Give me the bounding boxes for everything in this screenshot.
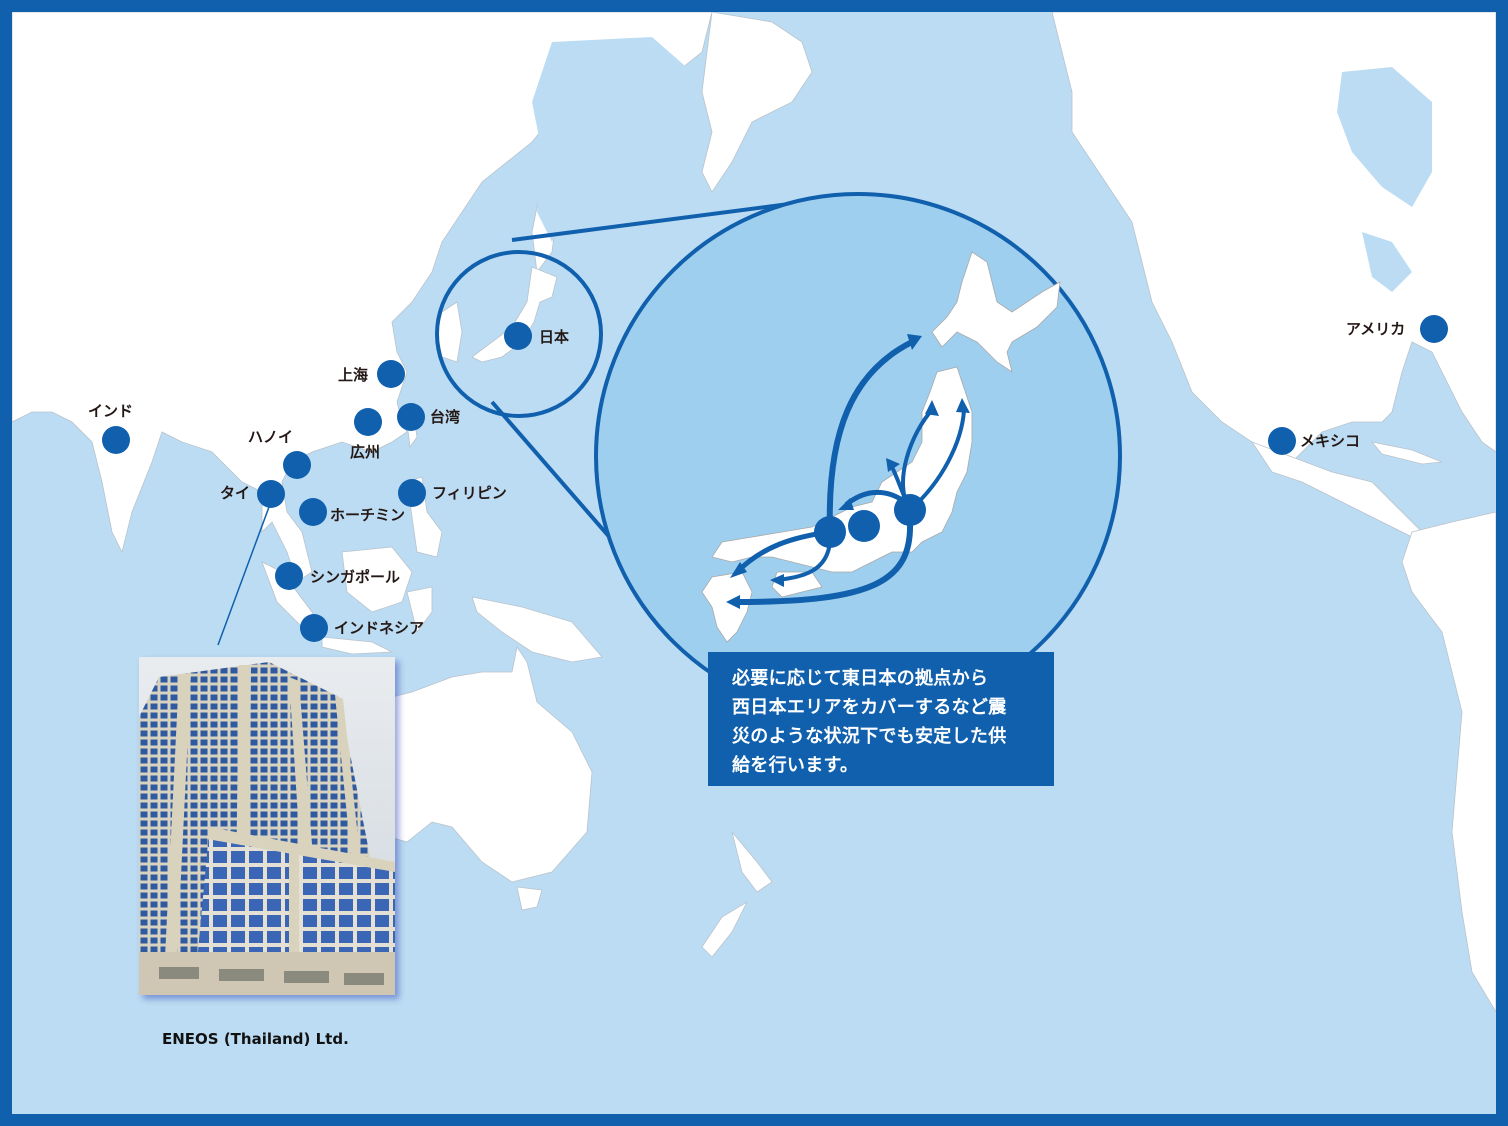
office-building-photo bbox=[139, 657, 395, 995]
label-indonesia: インドネシア bbox=[334, 619, 425, 637]
marker-singapore[interactable] bbox=[275, 562, 303, 590]
marker-philippines[interactable] bbox=[398, 479, 426, 507]
japan-locator-circle bbox=[435, 250, 603, 418]
label-usa: アメリカ bbox=[1346, 320, 1406, 338]
info-callout: 必要に応じて東日本の拠点から 西日本エリアをカバーするなど震 災のような状況下で… bbox=[708, 652, 1054, 786]
callout-line: 給を行います。 bbox=[732, 755, 859, 776]
label-taiwan: 台湾 bbox=[430, 408, 461, 426]
world-map bbox=[12, 12, 1496, 1013]
marker-ho-chi-minh[interactable] bbox=[299, 498, 327, 526]
label-thailand: タイ bbox=[220, 484, 251, 502]
label-japan: 日本 bbox=[539, 328, 570, 346]
label-philippines: フィリピン bbox=[432, 484, 507, 502]
label-india: インド bbox=[88, 402, 134, 420]
label-singapore: シンガポール bbox=[310, 568, 401, 586]
japan-inset-circle bbox=[594, 192, 1122, 720]
marker-japan[interactable] bbox=[504, 322, 532, 350]
marker-mexico[interactable] bbox=[1268, 427, 1296, 455]
marker-shanghai[interactable] bbox=[377, 360, 405, 388]
marker-taiwan[interactable] bbox=[397, 403, 425, 431]
marker-hanoi[interactable] bbox=[283, 451, 311, 479]
marker-thailand[interactable] bbox=[257, 480, 285, 508]
marker-india[interactable] bbox=[102, 426, 130, 454]
label-guangzhou: 広州 bbox=[350, 443, 381, 461]
label-hanoi: ハノイ bbox=[248, 428, 294, 446]
label-mexico: メキシコ bbox=[1300, 432, 1361, 450]
callout-line: 必要に応じて東日本の拠点から bbox=[732, 668, 989, 689]
building-illustration bbox=[139, 657, 395, 995]
marker-usa[interactable] bbox=[1420, 315, 1448, 343]
japan-hub-markers bbox=[814, 494, 926, 548]
callout-line: 西日本エリアをカバーするなど震 bbox=[732, 697, 1007, 718]
marker-indonesia[interactable] bbox=[300, 614, 328, 642]
map-frame: インド 上海 台湾 広州 ハノイ タイ ホーチミン フィリピン シンガポール イ… bbox=[12, 12, 1496, 1114]
callout-line: 災のような状況下でも安定した供 bbox=[732, 726, 1007, 747]
label-shanghai: 上海 bbox=[338, 366, 369, 384]
arrow-heads bbox=[726, 334, 970, 609]
photo-caption: ENEOS (Thailand) Ltd. bbox=[162, 1030, 349, 1048]
inland-water bbox=[532, 37, 1462, 442]
marker-guangzhou[interactable] bbox=[354, 408, 382, 436]
label-ho-chi-minh: ホーチミン bbox=[330, 506, 406, 524]
photo-leader-line bbox=[217, 506, 270, 646]
